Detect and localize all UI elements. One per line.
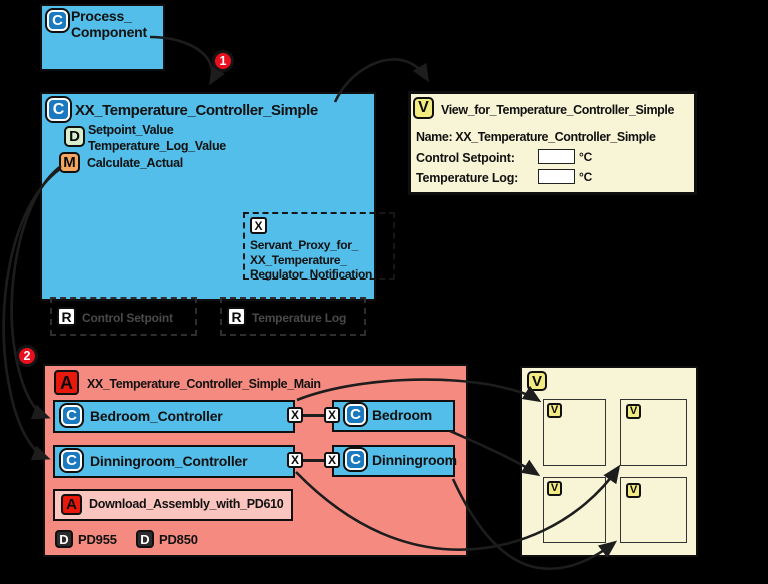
- receptacle-temperature-log-box: [220, 297, 366, 336]
- process-component-label: Process_Component: [71, 8, 147, 40]
- view-icon: V: [547, 481, 562, 496]
- class-icon: C: [61, 405, 82, 426]
- class-icon: C: [345, 449, 366, 470]
- port-icon: X: [287, 407, 303, 423]
- temperature-log-field-label: Temperature Log:: [416, 171, 519, 185]
- process-line1: Process_: [71, 8, 132, 24]
- port-icon: X: [250, 217, 267, 234]
- device-icon: D: [55, 530, 73, 548]
- receptacle-icon: R: [57, 307, 76, 326]
- device-icon: D: [136, 530, 154, 548]
- servant-proxy-box: [243, 212, 395, 280]
- temperature-log-input[interactable]: [538, 169, 575, 184]
- port-icon: X: [287, 452, 303, 468]
- view-icon: V: [626, 404, 641, 419]
- main-assembly-title: XX_Temperature_Controller_Simple_Main: [87, 377, 321, 391]
- view-icon: V: [527, 371, 547, 391]
- controller-title: XX_Temperature_Controller_Simple: [75, 102, 318, 119]
- dinningroom-label: Dinningroom: [372, 452, 457, 468]
- servant-proxy-label: Servant_Proxy_for_XX_Temperature_Regulat…: [250, 238, 372, 282]
- bedroom-label: Bedroom: [372, 407, 433, 423]
- download-assembly-box: [53, 489, 293, 521]
- bedroom-controller-label: Bedroom_Controller: [90, 408, 223, 424]
- class-icon: C: [61, 450, 82, 471]
- calculate-actual-label: Calculate_Actual: [87, 156, 183, 170]
- receptacle-control-setpoint-label: Control Setpoint: [82, 311, 173, 325]
- servant-line2: XX_Temperature_: [250, 252, 347, 267]
- control-setpoint-unit: °C: [579, 150, 593, 164]
- download-assembly-label: Download_Assembly_with_PD610: [89, 497, 284, 511]
- method-icon: M: [59, 152, 80, 173]
- temperature-log-value-label: Temperature_Log_Value: [88, 139, 226, 153]
- process-line2: Component: [71, 24, 147, 40]
- device-pd850-label: PD850: [159, 532, 198, 547]
- view-icon: V: [547, 403, 562, 418]
- view-icon: V: [413, 97, 434, 119]
- receptacle-temperature-log-label: Temperature Log: [252, 311, 347, 325]
- servant-line1: Servant_Proxy_for_: [250, 238, 358, 252]
- dinningroom-controller-label: Dinningroom_Controller: [90, 453, 248, 469]
- setpoint-value-label: Setpoint_Value: [88, 123, 174, 137]
- step-2-badge: 2: [16, 345, 38, 367]
- control-setpoint-field-label: Control Setpoint:: [416, 151, 515, 165]
- bedroom-controller-box: [53, 400, 295, 433]
- data-icon: D: [64, 126, 85, 147]
- assembly-icon: A: [61, 494, 82, 515]
- class-icon: C: [47, 98, 70, 121]
- dinningroom-controller-box: [53, 445, 295, 478]
- port-connector-line: [303, 459, 325, 462]
- view-name-line: Name: XX_Temperature_Controller_Simple: [416, 130, 656, 144]
- step-1-badge: 1: [212, 50, 234, 72]
- assembly-icon: A: [54, 370, 79, 395]
- device-pd955-label: PD955: [78, 532, 117, 547]
- port-connector-line: [303, 414, 325, 417]
- control-setpoint-input[interactable]: [538, 149, 575, 164]
- class-icon: C: [47, 10, 68, 31]
- view-icon: V: [626, 483, 641, 498]
- port-icon: X: [324, 452, 340, 468]
- temperature-log-unit: °C: [579, 170, 593, 184]
- receptacle-icon: R: [227, 307, 246, 326]
- servant-line3: Regulator_Notification: [250, 267, 373, 281]
- class-icon: C: [345, 404, 366, 425]
- temperature-controller-box: [40, 92, 376, 301]
- view-title: View_for_Temperature_Controller_Simple: [441, 103, 675, 117]
- port-icon: X: [324, 407, 340, 423]
